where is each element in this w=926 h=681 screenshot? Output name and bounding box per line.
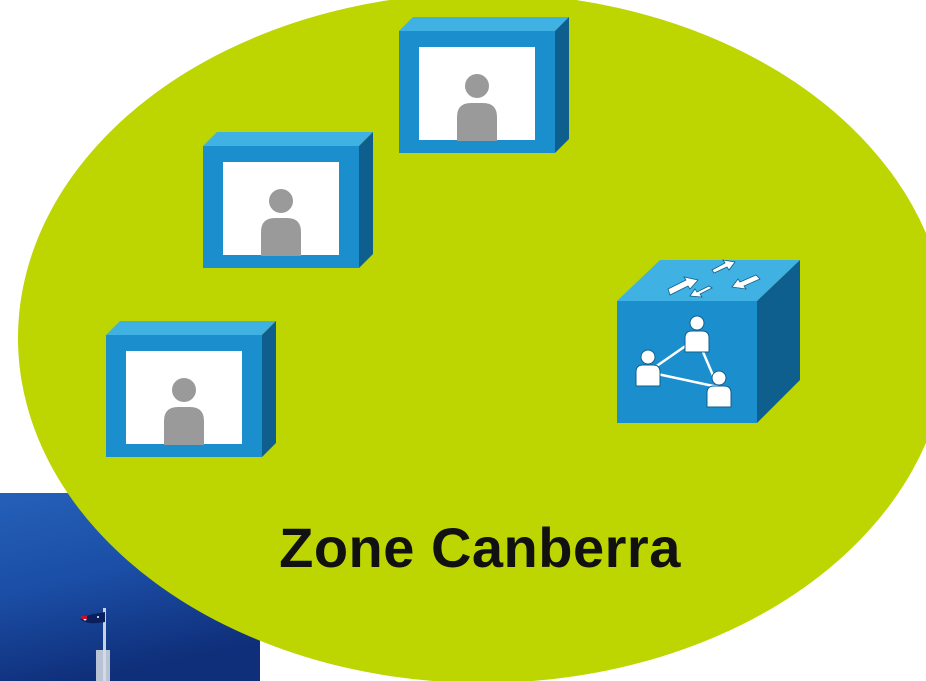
device-side-face	[359, 132, 373, 268]
video-endpoint-1[interactable]	[399, 17, 569, 153]
device-side-face	[757, 260, 800, 423]
user-silhouette-icon	[457, 74, 497, 141]
gatekeeper-router[interactable]	[617, 259, 800, 423]
flag-icon	[80, 608, 110, 681]
device-top-face	[617, 260, 800, 301]
device-side-face	[555, 17, 569, 153]
device-top-face	[399, 17, 569, 31]
direction-arrows-icon	[667, 259, 761, 298]
user-silhouette-icon	[164, 378, 204, 445]
device-top-face	[106, 321, 276, 335]
user-silhouette-icon	[261, 189, 301, 256]
device-top-face	[203, 132, 373, 146]
video-endpoint-2[interactable]	[203, 132, 373, 268]
video-endpoint-3[interactable]	[106, 321, 276, 457]
zone-label: Zone Canberra	[279, 516, 681, 579]
users-network-icon	[635, 315, 732, 408]
device-front-face	[617, 301, 757, 423]
device-side-face	[262, 321, 276, 457]
